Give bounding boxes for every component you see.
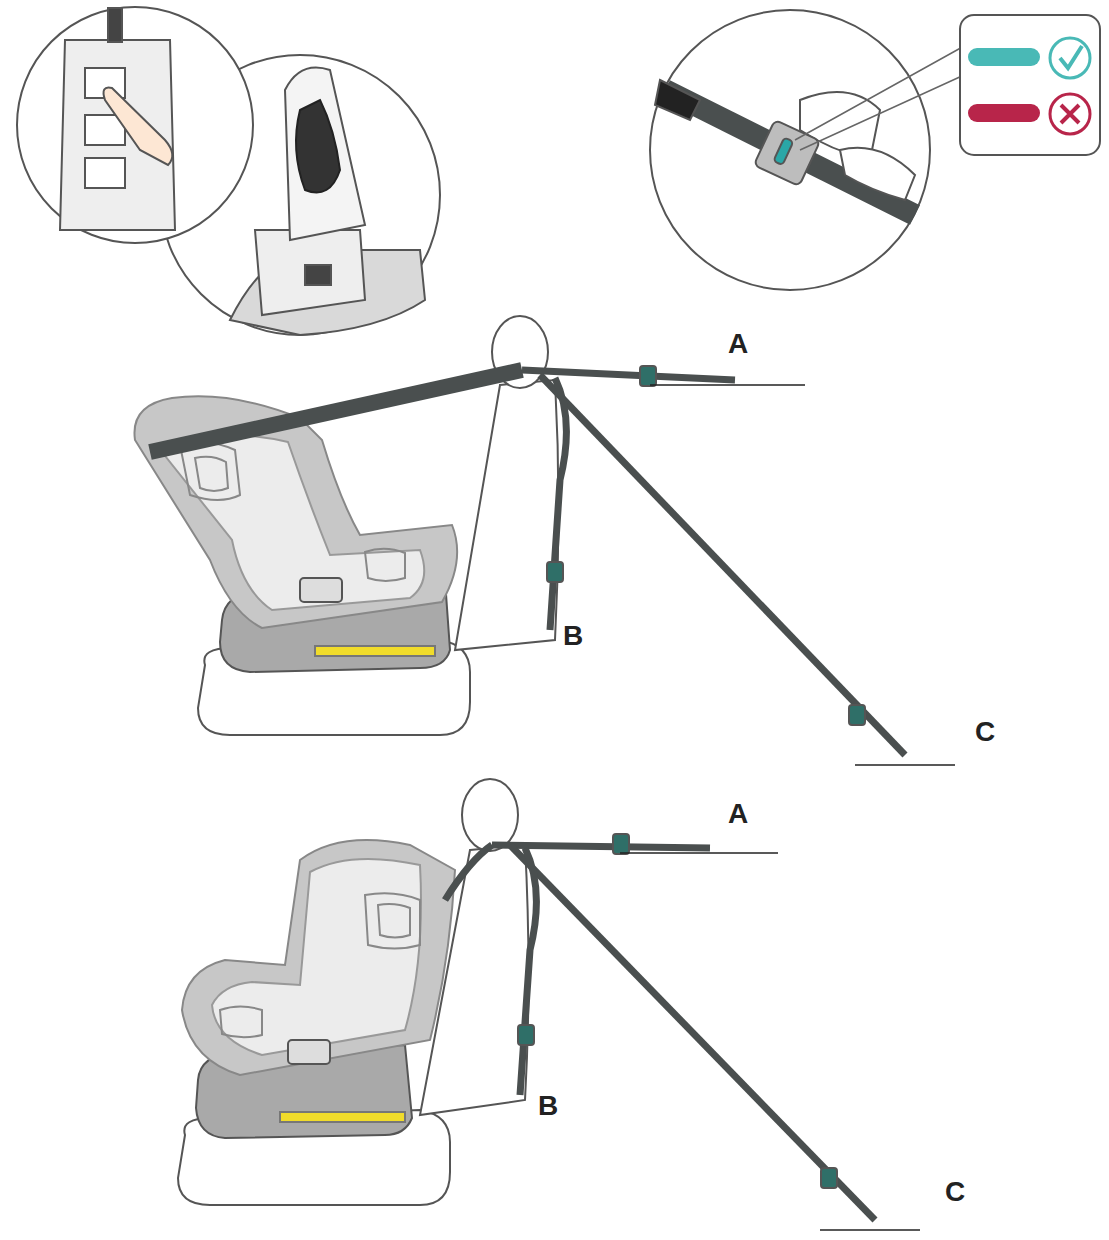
finger <box>104 88 173 166</box>
forward-facing-scene <box>178 779 920 1230</box>
tether-strap <box>445 845 492 900</box>
tension-indicator <box>754 120 820 186</box>
seat-shell <box>182 840 455 1075</box>
label-panel <box>60 40 175 230</box>
tether-strap <box>150 370 522 452</box>
tether-strap <box>540 375 905 755</box>
detail-circle <box>650 10 930 290</box>
seat-padding <box>162 435 424 610</box>
detail-circle-panel <box>17 7 440 335</box>
side-protection <box>220 1007 262 1038</box>
tension-indicator <box>518 1025 534 1045</box>
callout-letter: C <box>975 718 995 746</box>
detail-circle-strap <box>650 10 1100 290</box>
vehicle-seatback <box>455 380 559 650</box>
icon <box>85 158 125 188</box>
seat-padding <box>212 859 421 1055</box>
wrong-bar <box>968 104 1040 122</box>
hand <box>840 148 915 200</box>
anchor-surface <box>620 852 778 854</box>
isofix-connector <box>280 1112 405 1122</box>
callout-letter: C <box>945 1178 965 1206</box>
tether-strap <box>550 378 566 630</box>
callout-letter: B <box>538 1092 558 1120</box>
strap <box>108 8 122 42</box>
harness-buckle <box>300 578 342 602</box>
stored-strap <box>296 100 340 193</box>
tether-strap <box>665 90 915 215</box>
detail-circle <box>17 7 253 243</box>
anchor-surface <box>650 384 805 386</box>
tension-indicator <box>849 705 865 725</box>
tether-strap <box>510 845 875 1220</box>
side-protection <box>365 549 405 581</box>
anchor-surface <box>820 1229 920 1231</box>
side-protection <box>365 893 420 948</box>
tension-indicator <box>821 1168 837 1188</box>
seat-shell <box>134 396 457 628</box>
check-circle <box>1050 38 1090 78</box>
isofix-connector <box>315 646 435 656</box>
tension-indicator <box>547 562 563 582</box>
check-mark <box>1060 46 1082 68</box>
tether-strap <box>492 845 710 848</box>
callout-letter: A <box>728 800 748 828</box>
vehicle-headrest <box>462 779 518 851</box>
callout-letter: A <box>728 330 748 358</box>
lid-cover <box>285 68 365 241</box>
open-lid <box>255 230 365 315</box>
leader-line <box>795 40 975 150</box>
tether-hook <box>655 80 700 120</box>
tension-indicator <box>613 834 629 854</box>
rear-facing-scene <box>134 316 955 765</box>
callout-letter: B <box>563 622 583 650</box>
ok-bar <box>968 48 1040 66</box>
harness-buckle <box>288 1040 330 1064</box>
anchor-surface <box>855 764 955 766</box>
tether-strap <box>520 848 536 1095</box>
indicator-window <box>773 137 793 165</box>
cross-circle <box>1050 94 1090 134</box>
callout-box <box>960 15 1100 155</box>
latch-slot <box>305 265 331 285</box>
tension-indicator <box>640 366 656 386</box>
cross-mark <box>1061 105 1079 123</box>
